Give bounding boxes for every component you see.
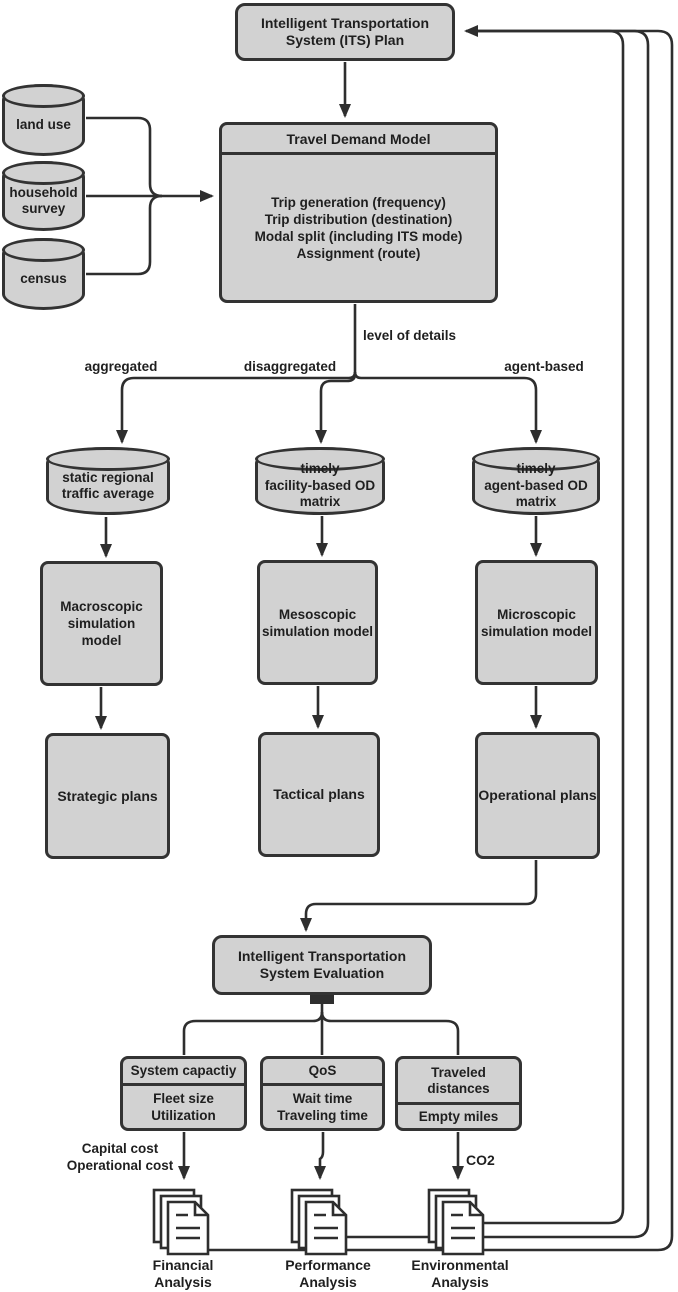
tactical-plans-label: Tactical plans (273, 786, 365, 802)
level-of-details-label: level of details (363, 328, 457, 343)
macroscopic-model-box: Macroscopic simulation model (40, 561, 163, 686)
feedback-performance (347, 29, 650, 1239)
branch-label-aggregated: aggregated (84, 359, 158, 374)
line-census (86, 194, 163, 276)
arrow-kpi2-doc2 (314, 1132, 326, 1180)
line-eval-left (182, 1011, 324, 1055)
kpi-qos-metrics: Wait time Traveling time (277, 1091, 368, 1123)
datastore-facility-od-label: timely facility-based OD matrix (264, 461, 376, 510)
datasource-land-use: land use (2, 84, 85, 156)
travel-demand-model-box: Travel Demand Model Trip generation (fre… (219, 122, 498, 303)
kpi-traveled-distances-box: Traveled distances Empty miles (395, 1056, 522, 1131)
financial-document-icon (152, 1188, 210, 1256)
kpi-traveled-distances-metrics: Empty miles (418, 1109, 499, 1124)
datastore-facility-od: timely facility-based OD matrix (255, 447, 385, 515)
its-evaluation-box: Intelligent Transportation System Evalua… (212, 935, 432, 995)
its-plan-label: Intelligent Transportation System (ITS) … (260, 15, 429, 48)
arrow-branch-disaggregated (315, 373, 357, 444)
strategic-plans-box: Strategic plans (45, 733, 170, 859)
datasource-household-survey: household survey (2, 161, 85, 231)
datasource-census-label: census (20, 270, 67, 286)
feedback-financial (208, 25, 674, 1252)
capital-operational-cost-label: Capital cost Operational cost (66, 1141, 174, 1173)
kpi-qos-box: QoS Wait time Traveling time (260, 1056, 385, 1131)
datasource-census: census (2, 238, 85, 310)
mesoscopic-model-label: Mesoscopic simulation model (261, 606, 373, 639)
microscopic-model-box: Microscopic simulation model (475, 560, 598, 685)
datasource-household-survey-label: household survey (9, 184, 78, 217)
travel-demand-model-title: Travel Demand Model (222, 125, 495, 155)
travel-demand-model-steps: Trip generation (frequency) Trip distrib… (254, 194, 463, 261)
operational-plans-label: Operational plans (478, 787, 597, 803)
line-eval-right (320, 1011, 460, 1055)
datastore-agent-od: timely agent-based OD matrix (472, 447, 600, 515)
kpi-system-capacity-box: System capactiy Fleet size Utilization (120, 1056, 247, 1131)
microscopic-model-label: Microscopic simulation model (480, 606, 592, 639)
line-landuse (86, 116, 163, 198)
datastore-static-regional-label: static regional traffic average (61, 469, 155, 502)
environmental-document-icon (427, 1188, 485, 1256)
mesoscopic-model-box: Mesoscopic simulation model (257, 560, 378, 685)
feedback-environmental (470, 29, 625, 1225)
arrow-branch-agentbased (353, 371, 542, 444)
its-plan-box: Intelligent Transportation System (ITS) … (235, 3, 455, 61)
branch-label-agent-based: agent-based (504, 359, 584, 374)
operational-plans-box: Operational plans (475, 732, 600, 859)
financial-analysis-label: Financial Analysis (152, 1257, 214, 1290)
datastore-static-regional: static regional traffic average (46, 447, 170, 515)
performance-document-icon (290, 1188, 348, 1256)
eval-connector-stub (310, 995, 334, 1004)
macroscopic-model-label: Macroscopic simulation model (60, 599, 143, 648)
kpi-system-capacity-metrics: Fleet size Utilization (151, 1091, 216, 1123)
datastore-agent-od-label: timely agent-based OD matrix (484, 461, 588, 510)
kpi-system-capacity-header: System capactiy (123, 1059, 244, 1086)
its-evaluation-label: Intelligent Transportation System Evalua… (237, 948, 406, 981)
kpi-traveled-distances-header: Traveled distances (398, 1059, 519, 1105)
tactical-plans-box: Tactical plans (258, 732, 380, 857)
kpi-qos-header: QoS (263, 1059, 382, 1086)
datasource-land-use-label: land use (16, 116, 71, 132)
performance-analysis-label: Performance Analysis (285, 1257, 371, 1290)
strategic-plans-label: Strategic plans (57, 787, 158, 804)
environmental-analysis-label: Environmental Analysis (411, 1257, 509, 1290)
branch-label-disaggregated: disaggregated (243, 359, 337, 374)
arrow-plan3-evaluation (300, 860, 538, 932)
co2-label: CO2 (466, 1152, 495, 1168)
